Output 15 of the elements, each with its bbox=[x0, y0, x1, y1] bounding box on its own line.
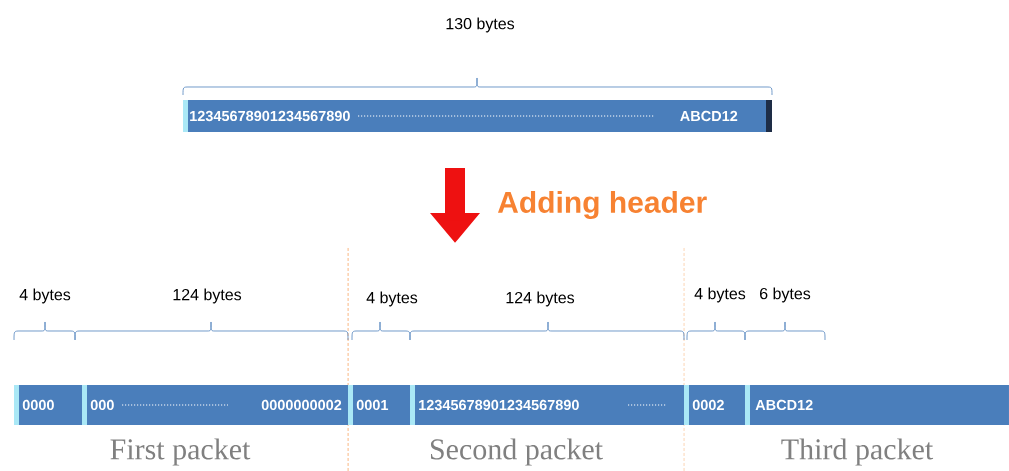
size-label: 124 bytes bbox=[173, 288, 242, 304]
packet-label: First packet bbox=[110, 438, 251, 466]
size-label: 4 bytes bbox=[694, 287, 746, 303]
step-label: Adding header bbox=[497, 190, 707, 220]
packet-label: Third packet bbox=[781, 438, 934, 466]
size-label: 6 bytes bbox=[760, 287, 811, 303]
size-label: 4 bytes bbox=[366, 291, 418, 307]
size-label: 130 bytes bbox=[446, 17, 515, 33]
size-label: 124 bytes bbox=[506, 291, 575, 307]
packet-field: 0001 bbox=[348, 385, 410, 425]
packet-field: 0002 bbox=[684, 385, 745, 425]
packet-label: Second packet bbox=[430, 438, 603, 466]
size-label: 4 bytes bbox=[19, 288, 71, 304]
data-bar: 12345678901234567890 ABCD12 bbox=[183, 100, 772, 132]
packet-field: 0000 bbox=[14, 385, 82, 425]
